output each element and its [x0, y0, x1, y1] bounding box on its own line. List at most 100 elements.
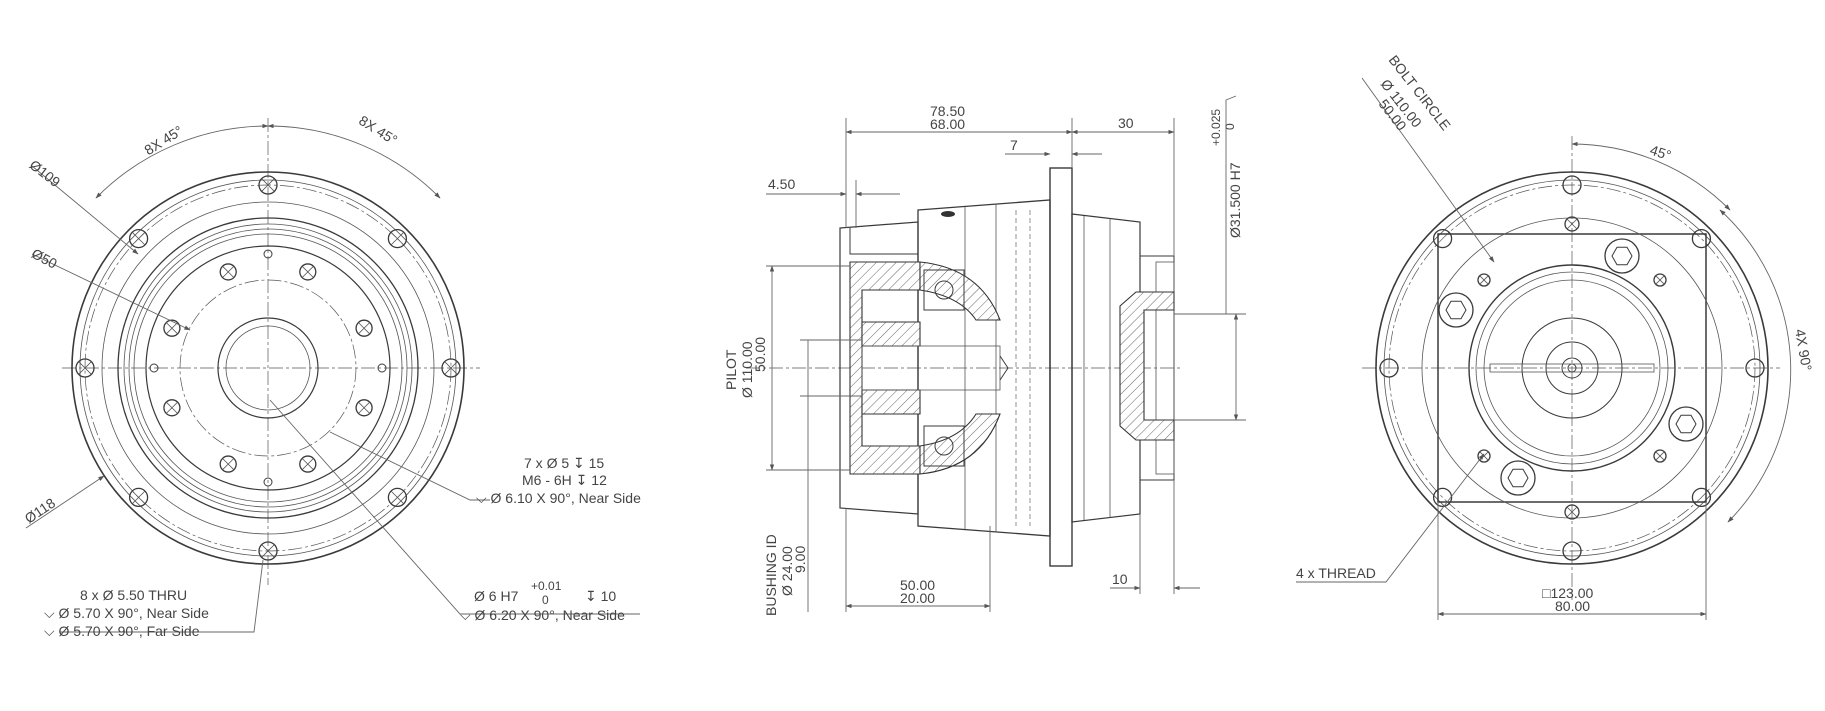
angle-arc-right [267, 123, 441, 199]
input-shaft [861, 345, 1001, 391]
rear-view: BOLT CIRCLE Ø 110.00 50.00 45° 4X 90° 4 … [1296, 52, 1815, 620]
front-dia109-text: Ø109 [27, 156, 64, 190]
thread-leader [1296, 453, 1485, 583]
outer-thru-hole-cross [132, 232, 146, 246]
rear-square-housing [1437, 233, 1707, 503]
side-view: 78.50 68.00 30 7 4.50 Ø31.500 H7 +0.025 … [723, 95, 1246, 616]
input-step [849, 228, 918, 255]
inner-tapped-hole [299, 455, 317, 473]
pin-note-tol-lower: 0 [542, 593, 549, 607]
pilot-label: PILOT [723, 349, 739, 390]
dim-450-text: 4.50 [768, 176, 795, 192]
rear-angle-45-arc [1571, 141, 1731, 211]
bore-main-text: Ø31.500 H7 [1227, 162, 1243, 238]
pin-note-tol-upper: +0.01 [531, 579, 562, 593]
inner-tapped-hole-cross [222, 266, 235, 278]
bore-callout-line [1225, 95, 1237, 314]
bushing-dia-2: 9.00 [792, 546, 808, 573]
center-bore-inner [225, 325, 311, 411]
rear-thread-hole [1477, 273, 1491, 287]
dia50-leader [31, 253, 191, 331]
inner-tapped-hole-cross [301, 458, 314, 470]
rear-pilot-inner [1475, 271, 1669, 465]
pilot-dia-2: 50.00 [752, 337, 768, 372]
rear-pilot-inner-2 [1483, 279, 1661, 457]
outer-thru-hole [75, 358, 95, 378]
hex-bolt-head [1445, 300, 1467, 320]
dia109-leader [31, 165, 139, 255]
bushing-section-bottom [861, 389, 921, 415]
output-flange-circle [145, 245, 391, 491]
dia118-leader [25, 475, 105, 529]
outer-thru-hole [258, 541, 278, 561]
rear-thread-hole-cross [1655, 275, 1665, 285]
inner-tapped-hole-cross [222, 458, 235, 470]
rear-outer-hole [1432, 228, 1453, 249]
bushing-label: BUSHING ID [763, 534, 779, 616]
inner-tapped-hole [355, 319, 373, 337]
rear-clamp-slot [1489, 363, 1655, 373]
center-bore-circle [217, 317, 319, 419]
inner-tapped-hole-cross [358, 401, 370, 414]
rear-bushing-circle [1545, 341, 1599, 395]
inner-tapped-hole-cross [301, 266, 314, 278]
front-dia50-text: Ø50 [29, 245, 60, 272]
dim-10-text: 10 [1112, 571, 1128, 587]
outer-thru-hole [128, 487, 149, 508]
bolt-circle-leader [1361, 77, 1495, 263]
dim-50-text: 50.00 [900, 577, 935, 593]
holes-note-2: M6 - 6H ↧ 12 [522, 472, 607, 488]
hex-bolt-head [1507, 468, 1529, 488]
bushing-section-top [861, 321, 921, 347]
hex-bolt-outer [1500, 460, 1536, 496]
bearing-ball-top [934, 280, 954, 300]
front-angle-right-text: 8X 45° [356, 112, 400, 148]
rear-thread-hole [1653, 449, 1667, 463]
pin-hole-left [149, 363, 159, 373]
rear-axis-hole-cross [1566, 218, 1578, 230]
side-flange-plate [1049, 167, 1073, 567]
inner-bolt-circle [179, 279, 357, 457]
outer-thru-hole-cross [444, 361, 458, 375]
rear-outer-hole [1432, 487, 1453, 508]
holes-note-leader [329, 431, 490, 501]
inner-tapped-hole [355, 399, 373, 417]
pin-note-1: Ø 6 H7 [474, 588, 519, 604]
inner-tapped-hole-cross [166, 322, 178, 335]
rear-hex-bolts [1438, 238, 1704, 496]
inner-tapped-hole [163, 319, 181, 337]
thru-note-2: ⌵ Ø 5.70 X 90°, Near Side [44, 605, 209, 621]
rear-axis-hole [1564, 504, 1580, 520]
dim-20-text: 20.00 [900, 590, 935, 606]
inner-tapped-hole [219, 455, 237, 473]
bearing-ball-bottom [934, 436, 954, 456]
outer-thru-hole-cross [261, 544, 275, 558]
rear-angle-45-text: 45° [1648, 142, 1673, 164]
rear-thread-holes [1477, 216, 1667, 520]
rear-outer-hole [1379, 358, 1399, 378]
bearing-cover-bottom [919, 413, 1001, 475]
rear-axis-hole-cross [1566, 506, 1578, 518]
housing-circle [117, 217, 419, 519]
rear-shaft-circle [1561, 357, 1583, 379]
rear-square-2: 80.00 [1555, 598, 1590, 614]
bearing-bottom [923, 425, 965, 467]
rear-axis-hole [1564, 216, 1580, 232]
inner-tapped-hole-cross [166, 401, 178, 414]
rear-thread-hole [1653, 273, 1667, 287]
thru-note-1: 8 x Ø 5.50 THRU [80, 587, 187, 603]
rear-outer-hole [1562, 541, 1582, 561]
dim-68-text: 68.00 [930, 116, 965, 132]
flange-step-circle [101, 201, 435, 535]
bushing-dia-1: Ø 24.00 [779, 546, 795, 596]
dim-78-text: 78.50 [930, 103, 965, 119]
set-screw-mark [941, 211, 955, 217]
housing-inner-2 [128, 228, 408, 508]
pin-hole-top [263, 249, 273, 259]
pilot-dia-1: Ø 110.00 [739, 341, 755, 398]
rear-thread-hole [1477, 449, 1491, 463]
rear-square-1: □123.00 [1542, 585, 1593, 601]
inner-tapped-holes [163, 263, 373, 473]
thru-note-3: ⌵ Ø 5.70 X 90°, Far Side [44, 623, 200, 639]
